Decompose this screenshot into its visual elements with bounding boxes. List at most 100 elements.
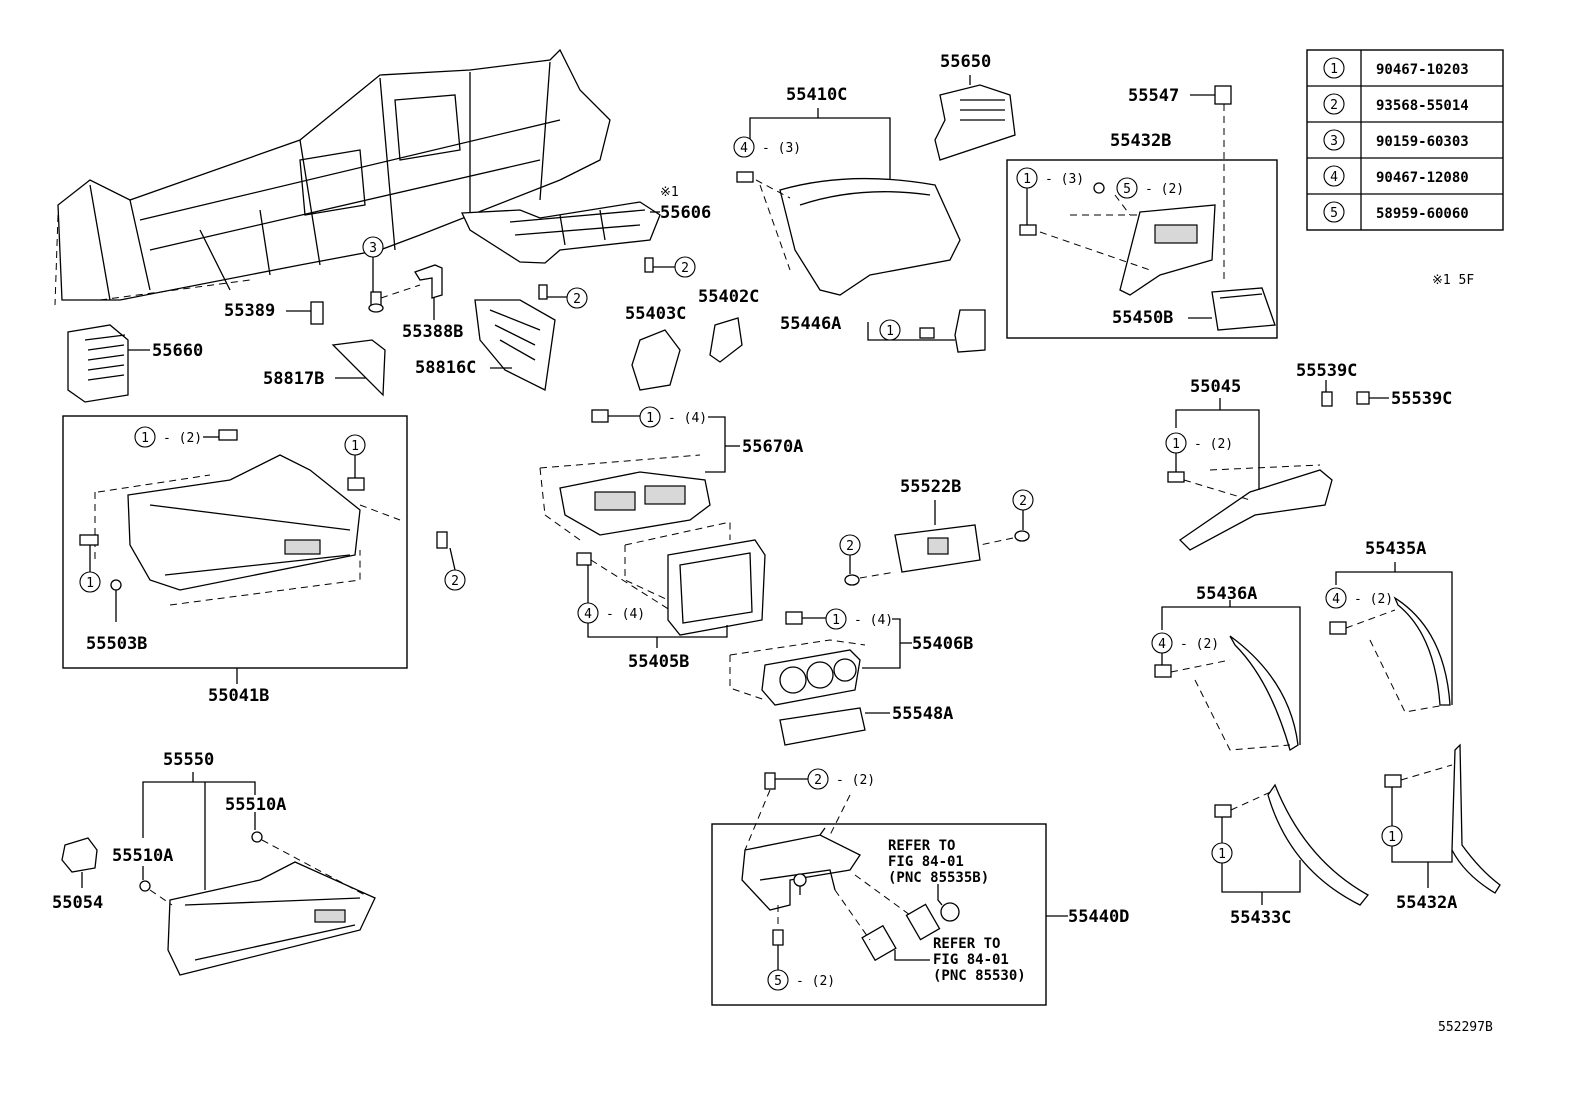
dashboard-reinforcement-frame [54, 48, 611, 306]
svg-text:90467-12080: 90467-12080 [1376, 170, 1469, 186]
screw-fastener-2b: 2 [538, 284, 588, 309]
label-55389: 55389 [224, 301, 275, 321]
trim-55435A [1393, 596, 1451, 706]
svg-text:REFER TO: REFER TO [888, 838, 955, 854]
callout-55435A: 4 - (2) [1325, 587, 1393, 609]
svg-text:2: 2 [573, 292, 581, 307]
table-row: 1 90467-10203 [1323, 57, 1469, 79]
label-55650: 55650 [940, 52, 991, 72]
label-55432B: 55432B [1110, 131, 1171, 151]
label-55606: 55606 [660, 203, 711, 223]
label-55446A: 55446A [780, 314, 841, 334]
svg-text:- (2): - (2) [163, 431, 202, 446]
callout-55410C: 4 - (3) [733, 136, 801, 158]
label-55510A-a: 55510A [112, 846, 173, 866]
table-row: 5 58959-60060 [1323, 201, 1469, 223]
label-55670A: 55670A [742, 437, 803, 457]
svg-text:3: 3 [1330, 134, 1338, 149]
callout-55446A: 1 [879, 319, 901, 341]
svg-text:- (3): - (3) [1045, 172, 1084, 187]
svg-text:90467-10203: 90467-10203 [1376, 62, 1469, 78]
table-row: 2 93568-55014 [1323, 93, 1469, 115]
socket-85530 [861, 924, 897, 962]
label-55388B: 55388B [402, 322, 463, 342]
switch-panel-55432B [1119, 204, 1216, 296]
clip-55539C-b [1356, 391, 1370, 405]
clip-55539C-a [1321, 391, 1333, 407]
callout-55432B-5: 5 - (2) [1116, 177, 1184, 199]
label-55450B: 55450B [1112, 308, 1173, 328]
svg-text:1: 1 [832, 613, 840, 628]
svg-text:- (2): - (2) [1180, 637, 1219, 652]
callout-55406B: 1 - (4) [825, 608, 893, 630]
svg-text:- (3): - (3) [762, 141, 801, 156]
panel-55606 [460, 201, 661, 264]
label-55539C-a: 55539C [1296, 361, 1357, 381]
meter-hood-55410C [779, 177, 961, 296]
part-55054 [61, 837, 98, 873]
svg-text:- (2): - (2) [836, 773, 875, 788]
label-58817B: 58817B [263, 369, 324, 389]
table-row: 4 90467-12080 [1323, 165, 1469, 187]
label-55433C: 55433C [1230, 908, 1291, 928]
svg-text:(PNC 85530): (PNC 85530) [933, 968, 1026, 984]
callout-55041B-1a: 1 - (2) [134, 426, 202, 448]
footnote: ※1 5F [1432, 273, 1474, 288]
svg-text:2: 2 [846, 539, 854, 554]
callout-55045: 1 - (2) [1165, 432, 1233, 454]
trim-55432A [1451, 743, 1501, 894]
svg-text:1: 1 [1218, 847, 1226, 862]
clip-5-55440D: 5 - (2) [767, 929, 835, 991]
svg-text:2: 2 [451, 574, 459, 589]
svg-text:4: 4 [1158, 637, 1166, 652]
label-55403C: 55403C [625, 304, 686, 324]
svg-text:3: 3 [369, 241, 377, 256]
label-55436A: 55436A [1196, 584, 1257, 604]
svg-text:2: 2 [814, 773, 822, 788]
group-box-55440D [711, 823, 1047, 1006]
label-55432A: 55432A [1396, 893, 1457, 913]
diagram-code: 552297B [1438, 1020, 1493, 1035]
callout-55405B: 4 - (4) [577, 602, 645, 624]
group-box-55041B [62, 415, 408, 669]
label-55440D: 55440D [1068, 907, 1129, 927]
center-vent-55650 [934, 84, 1016, 161]
reference-note-1: REFER TO FIG 84-01 (PNC 85535B) [888, 838, 989, 886]
screw-fastener-2d: 2 [839, 534, 896, 586]
svg-text:REFER TO: REFER TO [933, 936, 1000, 952]
svg-text:2: 2 [681, 261, 689, 276]
svg-text:- (2): - (2) [1194, 437, 1233, 452]
label-55547: 55547 [1128, 86, 1179, 106]
svg-text:1: 1 [1172, 437, 1180, 452]
screw-fastener-2e: 2 [979, 489, 1034, 546]
clip-55410C [736, 171, 754, 183]
svg-text:FIG 84-01: FIG 84-01 [888, 854, 964, 870]
clip-55510A-b [251, 831, 263, 843]
bracket-55388B [414, 264, 443, 299]
glove-box-panel-55041B [127, 454, 361, 591]
socket-85535B [905, 902, 960, 941]
label-58816C: 58816C [415, 358, 476, 378]
label-55405B: 55405B [628, 652, 689, 672]
bracket-55403C [631, 329, 681, 391]
clip-55547 [1214, 85, 1232, 105]
note-55606: ※1 [660, 185, 679, 200]
svg-text:4: 4 [584, 607, 592, 622]
console-panel-55440D [741, 834, 861, 911]
label-55410C: 55410C [786, 85, 847, 105]
svg-text:4: 4 [1332, 592, 1340, 607]
panel-55446A [954, 309, 986, 353]
callout-55041B-1c: 1 [79, 571, 101, 593]
svg-text:1: 1 [1023, 172, 1031, 187]
callout-55436A: 4 - (2) [1151, 632, 1219, 654]
svg-text:FIG 84-01: FIG 84-01 [933, 952, 1009, 968]
reference-note-2: REFER TO FIG 84-01 (PNC 85530) [933, 936, 1026, 984]
svg-text:58959-60060: 58959-60060 [1376, 206, 1469, 222]
svg-text:- (2): - (2) [1354, 592, 1393, 607]
label-55041B: 55041B [208, 686, 269, 706]
screw-fastener-2c: 2 [436, 531, 466, 591]
svg-text:5: 5 [1123, 182, 1131, 197]
svg-text:- (4): - (4) [668, 411, 707, 426]
clip-55405B [576, 552, 592, 566]
callout-55670A: 1 - (4) [639, 406, 707, 428]
